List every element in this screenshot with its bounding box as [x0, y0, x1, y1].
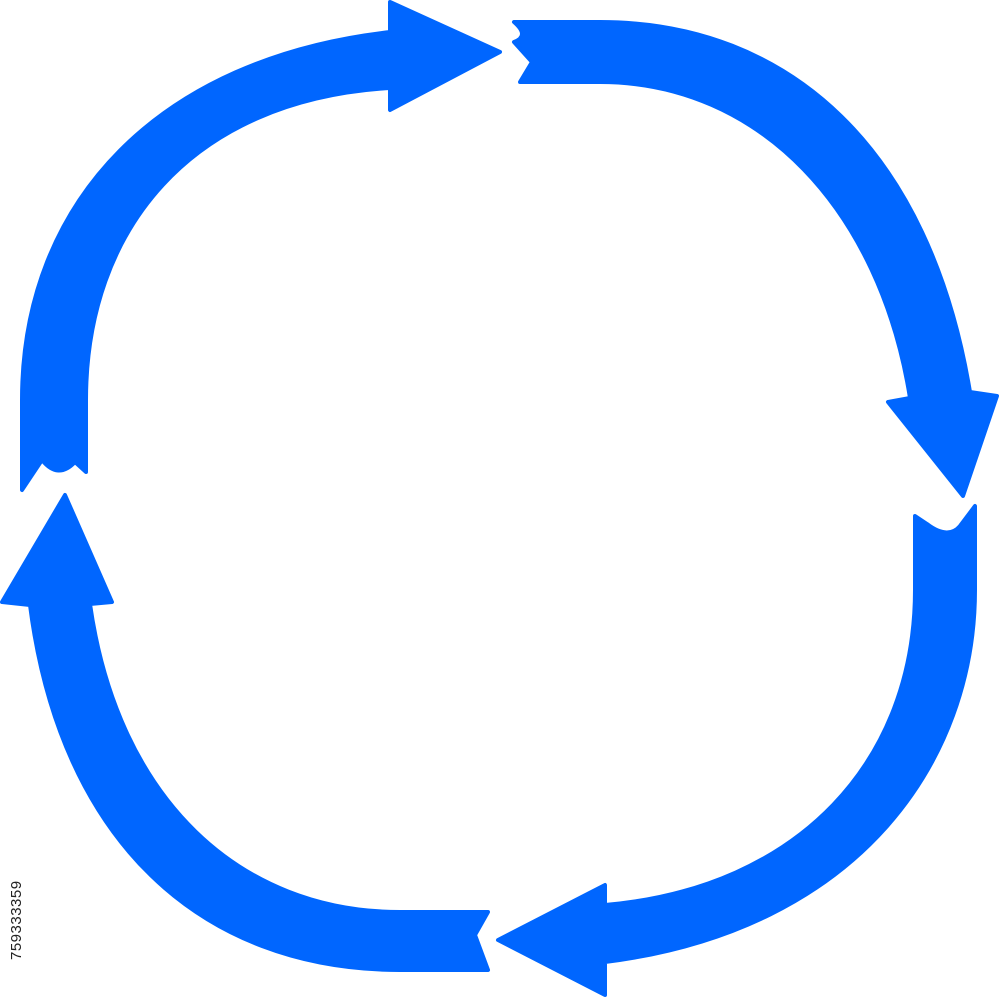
arrow-left-icon — [0, 493, 490, 972]
arrow-right-icon — [512, 20, 999, 498]
arrow-top-icon — [20, 0, 502, 492]
arrow-bottom-icon — [496, 504, 977, 997]
stock-id-label: 759333359 — [8, 880, 25, 960]
